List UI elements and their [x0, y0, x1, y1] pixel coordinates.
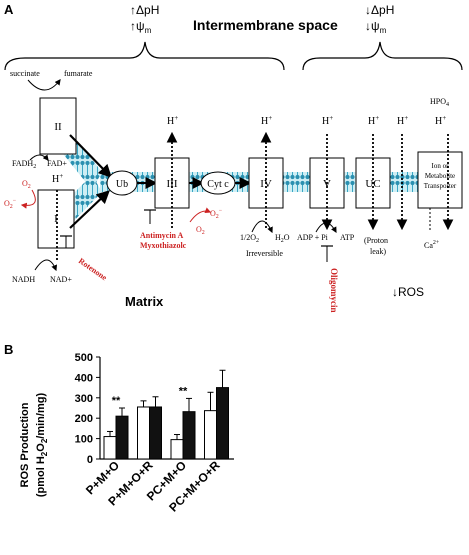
y-axis-label-line1: ROS Production: [19, 402, 31, 487]
left-delta-ph: ↑ΔpH: [130, 3, 159, 17]
complex-i-h-plus: H+: [52, 172, 63, 185]
oxygen-reduction-arrow: [251, 220, 273, 234]
left-brace: [4, 41, 285, 71]
o2-to-superoxide-arrow: [20, 189, 36, 209]
antimycin-label: Antimycin A: [140, 231, 184, 240]
leak-h-plus: H+: [397, 114, 408, 127]
nadh-label: NADH: [12, 275, 35, 284]
water-label: H2O: [275, 233, 290, 244]
myxothiazole-label: Myxothiazolc: [140, 241, 187, 250]
bar: [170, 439, 184, 460]
hpo4-label: HPO4: [430, 97, 449, 108]
panel-a-label: A: [4, 2, 14, 17]
calcium-label: Ca2+: [424, 240, 440, 250]
ii-to-ub-arrow: [69, 134, 112, 178]
atp-label: ATP: [340, 233, 355, 242]
bar: [204, 410, 217, 460]
transporter-h-plus: H+: [435, 114, 446, 127]
significance-marker: **: [112, 395, 121, 407]
transporter-label-1: Ion or: [432, 162, 450, 170]
proton-leak-label-2: leak): [370, 247, 386, 256]
transporter-box: [417, 151, 463, 209]
irreversible-label: Irreversible: [246, 249, 283, 258]
rotenone-label: Rotenone: [77, 256, 109, 282]
iii-o2-label: O2: [196, 225, 205, 236]
y-axis-label-line2: (pmol H2O2/min/mg): [35, 393, 49, 498]
right-psi: ↓ψm: [365, 19, 387, 35]
matrix-title: Matrix: [125, 294, 164, 309]
complex-iv-h-plus: H+: [261, 114, 272, 127]
intermembrane-title: Intermembrane space: [193, 17, 338, 33]
oligomycin-label: Oligomycin: [329, 268, 339, 313]
complex-iii-h-plus: H+: [167, 114, 178, 127]
y-tick-label: 0: [87, 454, 93, 466]
bar: [149, 406, 162, 460]
bar: [103, 436, 117, 460]
succinate-arrow: [27, 79, 61, 91]
i-to-ub-arrow: [69, 190, 110, 229]
bar: [216, 387, 229, 460]
atp-synthesis-arrow: [315, 222, 337, 234]
nadh-arrow: [34, 259, 58, 272]
right-brace: [302, 41, 463, 71]
iii-superoxide-arrow: [189, 207, 212, 223]
left-psi: ↑ψm: [130, 19, 152, 35]
fadh2-arrow: [29, 154, 49, 161]
proton-leak-label-1: (Proton: [364, 236, 388, 245]
complex-ii-box: [39, 97, 77, 155]
uc-h-plus: H+: [368, 114, 379, 127]
ros-bar-chart: B ROS Production (pmol H2O2/min/mg) 0 100…: [4, 342, 234, 515]
o2-label: O2: [22, 179, 31, 190]
iii-o2-minus-label: O2−: [210, 208, 223, 220]
transporter-label-3: Transporter: [424, 182, 457, 190]
nad-label: NAD+: [50, 275, 72, 284]
complex-ii-label: II: [54, 121, 62, 133]
y-tick-label: 100: [75, 434, 93, 446]
cytochrome-c-label: Cyt c: [207, 179, 229, 190]
adp-label: ADP + Pi: [297, 233, 329, 242]
ubiquinone-label: Ub: [116, 179, 128, 190]
bar: [137, 406, 150, 460]
panel-b-label: B: [4, 342, 13, 357]
bar: [115, 415, 129, 460]
significance-marker: **: [179, 385, 188, 397]
bar: [182, 411, 196, 460]
fumarate-label: fumarate: [64, 69, 93, 78]
y-tick-label: 500: [75, 352, 93, 364]
ros-label: ↓ROS: [392, 285, 424, 299]
succinate-label: succinate: [10, 69, 40, 78]
right-delta-ph: ↓ΔpH: [365, 3, 394, 17]
o2-minus-label: O2−: [4, 198, 17, 210]
y-tick-label: 400: [75, 372, 93, 384]
y-tick-label: 200: [75, 413, 93, 425]
complex-i-box: [37, 189, 75, 249]
half-o2-label: 1/2O2: [240, 233, 259, 244]
transporter-label-2: Metabolite: [425, 172, 455, 180]
fad-label: FAD+: [47, 159, 67, 168]
y-tick-label: 300: [75, 393, 93, 405]
complex-v-h-plus: H+: [322, 114, 333, 127]
fadh2-label: FADH2: [12, 159, 36, 170]
